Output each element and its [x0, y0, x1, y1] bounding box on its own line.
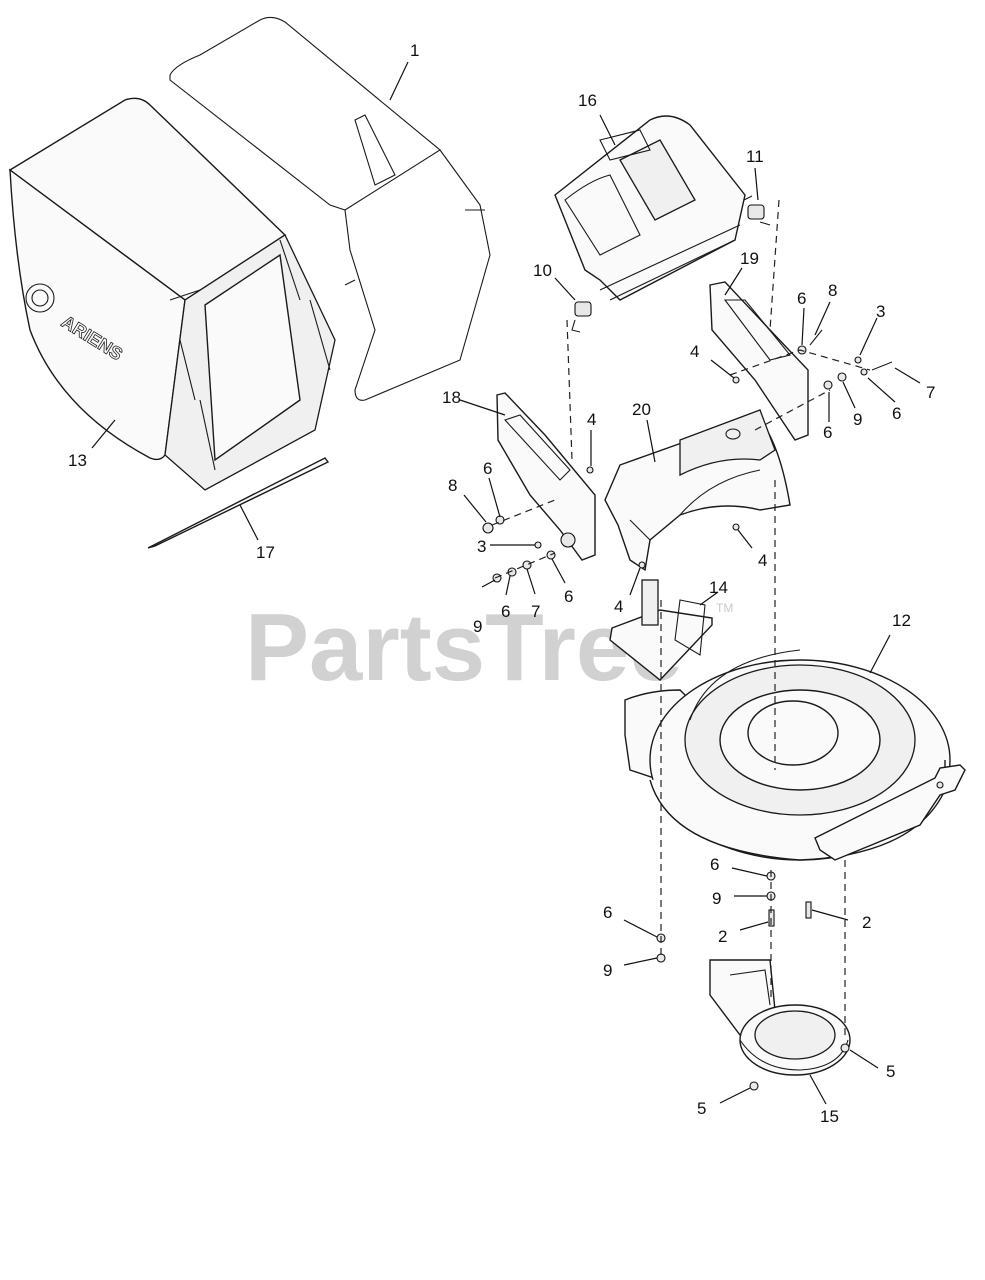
callout-17: 17: [256, 543, 275, 562]
watermark-tm: TM: [716, 601, 733, 615]
spring-part-11[interactable]: [743, 195, 771, 226]
alignment-lines: [491, 199, 871, 1040]
leader-lines: [91, 61, 921, 1105]
callout-14: 14: [709, 578, 728, 597]
bracket-part-18[interactable]: [496, 392, 596, 561]
callout-8: 8: [448, 476, 457, 495]
discharge-base-part-15[interactable]: [709, 959, 851, 1076]
bag-frame-part-1[interactable]: [169, 16, 491, 401]
callout-3: 3: [876, 302, 885, 321]
callout-9: 9: [603, 961, 612, 980]
callout-9: 9: [473, 617, 482, 636]
callout-6: 6: [603, 903, 612, 922]
callout-9: 9: [853, 410, 862, 429]
callout-10: 10: [533, 261, 552, 280]
callout-8: 8: [828, 281, 837, 300]
callout-6: 6: [797, 289, 806, 308]
callout-6: 6: [564, 587, 573, 606]
callout-4: 4: [758, 551, 767, 570]
callout-6: 6: [892, 404, 901, 423]
callout-9: 9: [712, 889, 721, 908]
callout-6: 6: [501, 602, 510, 621]
callout-6: 6: [710, 855, 719, 874]
watermark: PartsTree: [245, 594, 683, 701]
callout-6: 6: [483, 459, 492, 478]
chute-door-part-16[interactable]: [554, 115, 746, 301]
callout-3: 3: [477, 537, 486, 556]
callout-11: 11: [746, 147, 764, 166]
callout-20: 20: [632, 400, 651, 419]
callout-2: 2: [862, 913, 871, 932]
deflector-part-14[interactable]: [609, 579, 713, 681]
callout-5: 5: [886, 1062, 895, 1081]
callout-16: 16: [578, 91, 597, 110]
callout-6: 6: [823, 423, 832, 442]
callout-13: 13: [68, 451, 87, 470]
grass-bag-part-13[interactable]: ARIENS: [8, 97, 336, 491]
callout-4: 4: [587, 410, 596, 429]
callout-4: 4: [614, 597, 623, 616]
strip-part-17[interactable]: [147, 457, 330, 549]
callout-12: 12: [892, 611, 911, 630]
chute-part-20[interactable]: [604, 409, 791, 572]
bracket-part-19[interactable]: [709, 281, 809, 441]
callouts: 1 16 11 10 19 6 8 3 4 7 6 9 6 18 20 4 6 …: [68, 41, 935, 1126]
callout-1: 1: [410, 41, 419, 60]
callout-4: 4: [690, 342, 699, 361]
callout-2: 2: [718, 927, 727, 946]
callout-5: 5: [697, 1099, 706, 1118]
spring-part-10[interactable]: [571, 301, 592, 333]
callout-7: 7: [926, 383, 935, 402]
callout-7: 7: [531, 602, 540, 621]
deck-housing-part-12[interactable]: [624, 649, 966, 861]
callout-19: 19: [740, 249, 759, 268]
callout-18: 18: [442, 388, 461, 407]
callout-15: 15: [820, 1107, 839, 1126]
